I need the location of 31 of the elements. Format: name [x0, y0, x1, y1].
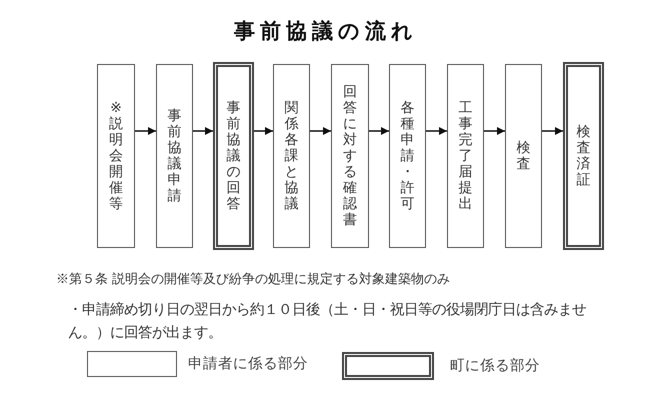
process-box [273, 64, 310, 248]
double-bordered-box [213, 62, 254, 250]
legend-label: 申請者に係る部分 [188, 355, 308, 373]
step-label: 回答に対する確認書 [342, 84, 358, 228]
step-label: 工事完了届提出 [458, 100, 473, 212]
double-bordered-box [563, 62, 604, 250]
step-label: 関係各課と協議 [284, 100, 299, 212]
footnote: ※第５条 説明会の開催等及び紛争の処理に規定する対象建築物のみ [56, 271, 450, 288]
process-box [156, 64, 193, 248]
arrow [193, 127, 213, 135]
step-label: ※説明会開催等 [108, 100, 124, 212]
step-label: 事前協議の回答 [226, 100, 241, 212]
note-text: ・申請締め切り日の翌日から約１０日後（土・日・祝日等の役場閉庁日は含みません。）に回答が出ます。 [68, 300, 587, 343]
arrow [542, 127, 563, 135]
process-box [447, 64, 484, 248]
process-box [389, 64, 426, 248]
process-box [331, 64, 369, 248]
arrow [254, 127, 273, 135]
arrow [135, 127, 156, 135]
process-box [505, 64, 542, 248]
step-label: 検査 [516, 140, 531, 172]
arrow [484, 127, 505, 135]
legend-label: 町に係る部分 [450, 357, 540, 375]
arrow [369, 127, 389, 135]
process-box [97, 64, 135, 248]
diagram-title: 事前協議の流れ [234, 20, 418, 44]
arrow [310, 127, 331, 135]
step-label: 各種申請・許可 [400, 100, 415, 212]
step-label: 事前協議申請 [167, 108, 182, 204]
arrow [426, 127, 447, 135]
step-label: 検査済証 [576, 124, 591, 188]
